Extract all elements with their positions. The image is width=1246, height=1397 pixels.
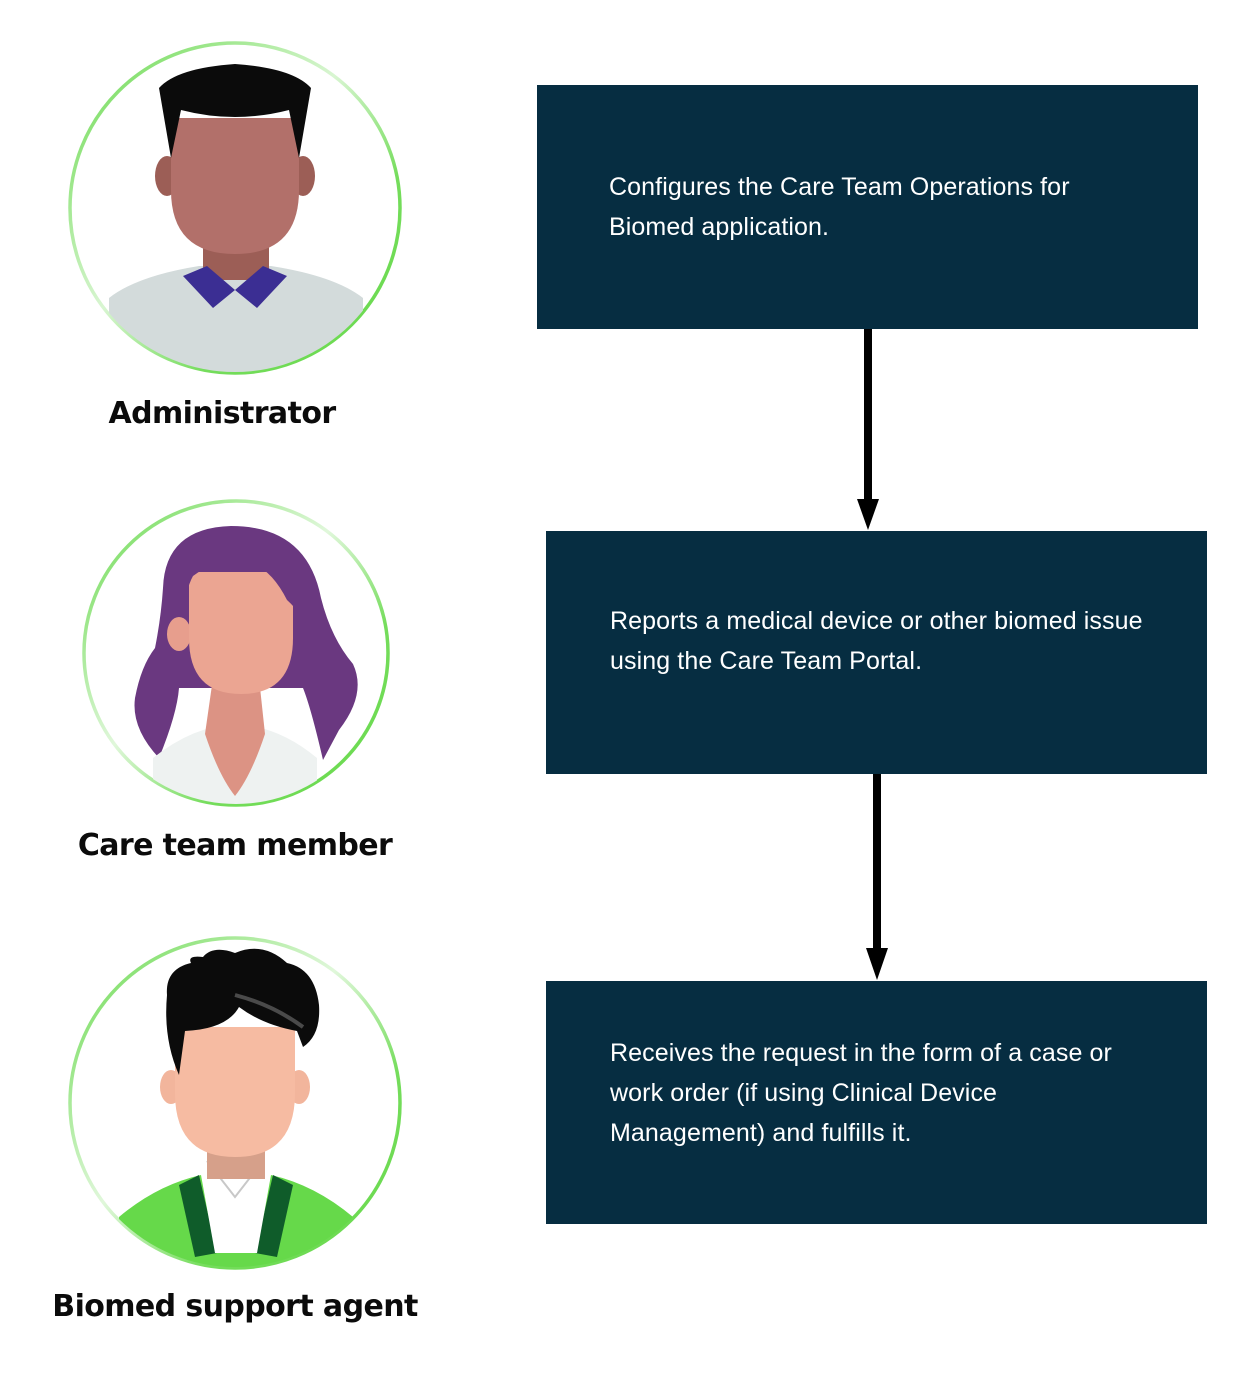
care-team-member-label: Care team member — [77, 828, 393, 863]
care-team-member-avatar-icon — [81, 498, 391, 808]
step-box-fulfill: Receives the request in the form of a ca… — [546, 981, 1207, 1224]
step-text-configure: Configures the Care Team Operations for … — [609, 173, 1070, 241]
biomed-support-agent-label: Biomed support agent — [52, 1289, 418, 1324]
step-text-report: Reports a medical device or other biomed… — [610, 607, 1143, 675]
step-text-fulfill: Receives the request in the form of a ca… — [610, 1039, 1112, 1147]
arrow-configure-to-report — [855, 329, 881, 531]
biomed-support-agent-avatar-icon — [67, 935, 403, 1271]
step-box-report: Reports a medical device or other biomed… — [546, 531, 1207, 774]
administrator-avatar-icon — [67, 40, 403, 376]
arrow-report-to-fulfill — [864, 774, 890, 981]
administrator-label: Administrator — [108, 396, 336, 431]
step-box-configure: Configures the Care Team Operations for … — [537, 85, 1198, 329]
